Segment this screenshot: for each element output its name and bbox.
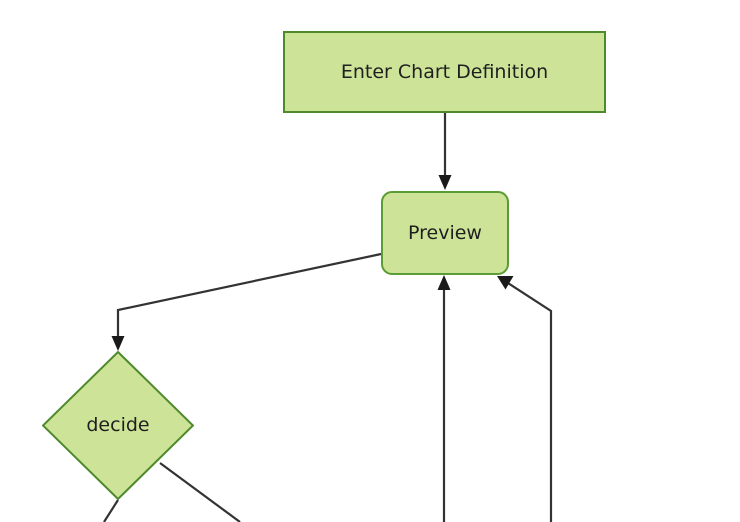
edge-preview-to-decide xyxy=(111,252,382,351)
edge-offscreen-left-to-preview xyxy=(437,275,451,522)
node-label: Preview xyxy=(408,221,482,244)
arrow-head-icon xyxy=(438,175,452,190)
node-preview[interactable]: Preview xyxy=(381,191,509,275)
node-label: decide xyxy=(86,414,150,437)
arrow-head-icon xyxy=(497,276,514,290)
arrow-head-icon xyxy=(437,275,451,290)
edge-decide-to-offscreen-right xyxy=(159,462,241,522)
node-enter-chart-definition[interactable]: Enter Chart Definition xyxy=(283,31,606,113)
edge-enter-to-preview xyxy=(438,113,452,190)
edge-decide-to-offscreen-left xyxy=(103,499,119,522)
arrow-head-icon xyxy=(111,336,125,351)
node-decide[interactable]: decide xyxy=(42,351,194,500)
node-label: Enter Chart Definition xyxy=(340,60,549,83)
diamond-shape-icon xyxy=(42,351,194,500)
edge-offscreen-right-to-preview xyxy=(497,276,553,522)
